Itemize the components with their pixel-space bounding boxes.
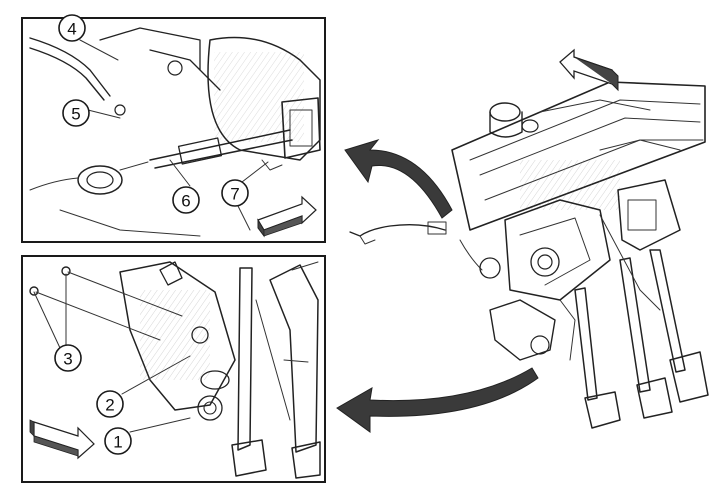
callout-4-label: 4 [67, 20, 76, 39]
forward-direction-arrow-icon [559, 48, 619, 92]
callout-2-label: 2 [105, 396, 114, 415]
callout-1-label: 1 [113, 433, 122, 452]
callout-3: 3 [54, 344, 82, 372]
upper-inset-panel [21, 17, 326, 243]
curved-pointer-arrow-icon [336, 367, 539, 433]
callout-7: 7 [221, 179, 249, 207]
callout-3-label: 3 [63, 350, 72, 369]
main-pedal-illustration [349, 81, 709, 429]
curved-pointer-arrow-icon [344, 139, 453, 219]
callout-6-label: 6 [181, 192, 190, 211]
callout-4: 4 [58, 14, 86, 42]
callout-5-label: 5 [71, 105, 80, 124]
forward-direction-arrow-icon [29, 419, 95, 460]
forward-direction-arrow-icon [257, 195, 317, 238]
callout-7-label: 7 [230, 185, 239, 204]
callout-2: 2 [96, 390, 124, 418]
callout-1: 1 [104, 427, 132, 455]
callout-6: 6 [172, 186, 200, 214]
callout-5: 5 [62, 99, 90, 127]
